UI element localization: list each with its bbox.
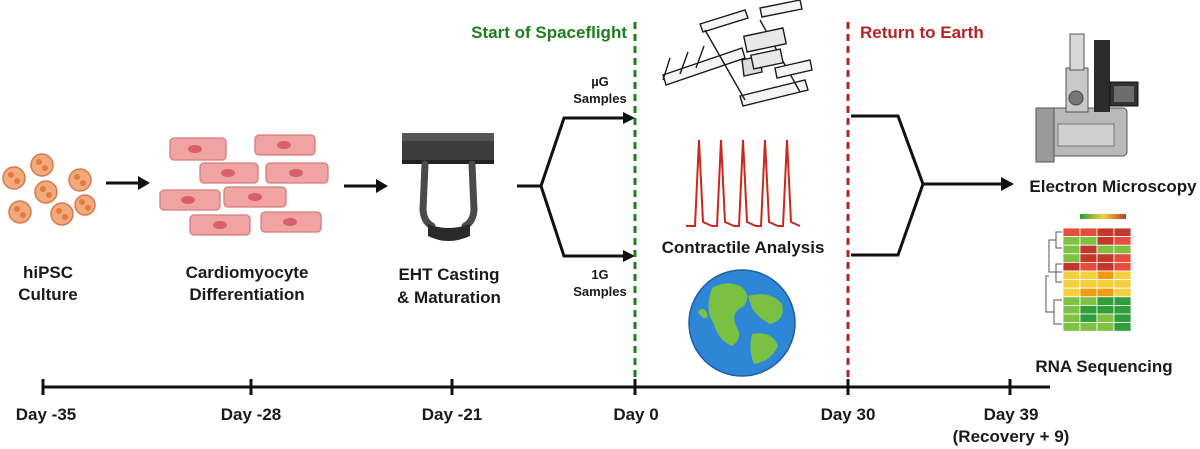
heatmap-cell bbox=[1113, 253, 1132, 263]
heatmap-cell bbox=[1113, 313, 1132, 324]
timeline-ticks bbox=[41, 379, 1012, 395]
heatmap-cell bbox=[1062, 227, 1081, 238]
flow-arrow bbox=[344, 179, 388, 193]
ug-samples-line1: µG bbox=[591, 74, 609, 89]
heatmap-cell bbox=[1113, 227, 1132, 238]
heatmap-cell bbox=[1079, 236, 1098, 246]
contractile-analysis-label: Contractile Analysis bbox=[662, 238, 825, 257]
heatmap-cell bbox=[1113, 244, 1132, 255]
heatmap-cell bbox=[1113, 296, 1132, 306]
heatmap-cell bbox=[1113, 236, 1132, 246]
tick-day-minus21: Day -21 bbox=[422, 405, 482, 424]
eht-label-line2: & Maturation bbox=[397, 288, 501, 307]
ug-samples-line2: Samples bbox=[573, 91, 626, 106]
cardio-label-line2: Differentiation bbox=[189, 285, 304, 304]
electron-microscopy-label: Electron Microscopy bbox=[1029, 177, 1197, 196]
heatmap-cell bbox=[1079, 253, 1098, 263]
heatmap-cell bbox=[1113, 279, 1132, 289]
hipsc-label-line1: hiPSC bbox=[23, 263, 73, 282]
rna-sequencing-label: RNA Sequencing bbox=[1035, 357, 1172, 376]
contraction-trace-icon bbox=[686, 139, 801, 227]
heatmap-cell bbox=[1062, 261, 1081, 272]
heatmap-cell bbox=[1062, 270, 1081, 281]
heatmap-cell bbox=[1079, 244, 1098, 255]
tick-day-39: Day 39 bbox=[984, 405, 1039, 424]
tick-day-minus28: Day -28 bbox=[221, 405, 281, 424]
heatmap-cell bbox=[1062, 322, 1081, 332]
heatmap-cell bbox=[1096, 287, 1115, 298]
space-station-icon bbox=[662, 0, 813, 107]
heatmap-cell bbox=[1062, 253, 1081, 263]
cell-cluster-icon bbox=[2, 153, 96, 226]
cardio-label-line1: Cardiomyocyte bbox=[186, 263, 309, 282]
tick-day-30: Day 30 bbox=[821, 405, 876, 424]
heatmap-cell bbox=[1113, 270, 1132, 281]
heatmap-cell bbox=[1079, 296, 1098, 306]
arrowhead bbox=[1001, 177, 1014, 191]
heatmap-cell bbox=[1096, 227, 1115, 238]
1g-samples-line1: 1G bbox=[591, 267, 608, 282]
heatmap-cell bbox=[1062, 304, 1081, 315]
tick-day-0: Day 0 bbox=[613, 405, 658, 424]
heatmap-cell bbox=[1079, 261, 1098, 272]
flow-arrow bbox=[106, 176, 150, 190]
heatmap-cell bbox=[1113, 322, 1132, 332]
heatmap-cell bbox=[1079, 279, 1098, 289]
heatmap-cell bbox=[1096, 261, 1115, 272]
eht-post-icon bbox=[402, 133, 494, 241]
heatmap-icon bbox=[1045, 214, 1132, 332]
arrowhead bbox=[623, 112, 635, 124]
heatmap-cell bbox=[1079, 270, 1098, 281]
hipsc-label-line2: Culture bbox=[18, 285, 78, 304]
heatmap-cell bbox=[1079, 287, 1098, 298]
heatmap-cell bbox=[1096, 304, 1115, 315]
start-spaceflight-label: Start of Spaceflight bbox=[471, 23, 627, 42]
arrowhead bbox=[623, 250, 635, 262]
heatmap-cell bbox=[1096, 296, 1115, 306]
return-earth-label: Return to Earth bbox=[860, 23, 984, 42]
heatmap-cell bbox=[1096, 279, 1115, 289]
recovery-note: (Recovery + 9) bbox=[953, 427, 1070, 446]
heatmap-cell bbox=[1079, 304, 1098, 315]
merge-arrows bbox=[851, 114, 1002, 257]
heatmap-cell bbox=[1062, 244, 1081, 255]
heatmap-cell bbox=[1096, 270, 1115, 281]
heatmap-cell bbox=[1096, 244, 1115, 255]
heatmap-cell bbox=[1096, 313, 1115, 324]
heatmap-cell bbox=[1113, 304, 1132, 315]
heatmap-cell bbox=[1113, 261, 1132, 272]
heatmap-cell bbox=[1113, 287, 1132, 298]
heatmap-cell bbox=[1062, 236, 1081, 246]
heatmap-cell bbox=[1096, 253, 1115, 263]
electron-microscope-icon bbox=[1035, 33, 1139, 163]
sample-split-arrows bbox=[517, 116, 624, 258]
heatmap-cell bbox=[1079, 322, 1098, 332]
tick-day-minus35: Day -35 bbox=[16, 405, 76, 424]
heatmap-cell bbox=[1079, 313, 1098, 324]
heatmap-cell bbox=[1062, 279, 1081, 289]
earth-icon bbox=[688, 269, 796, 377]
heatmap-cell bbox=[1062, 296, 1081, 306]
eht-label-line1: EHT Casting bbox=[398, 265, 499, 284]
heatmap-cell bbox=[1062, 287, 1081, 298]
cardiomyocyte-icon bbox=[159, 134, 329, 236]
heatmap-cell bbox=[1079, 227, 1098, 238]
1g-samples-line2: Samples bbox=[573, 284, 626, 299]
heatmap-cell bbox=[1062, 313, 1081, 324]
heatmap-cell bbox=[1096, 322, 1115, 332]
heatmap-cell bbox=[1096, 236, 1115, 246]
